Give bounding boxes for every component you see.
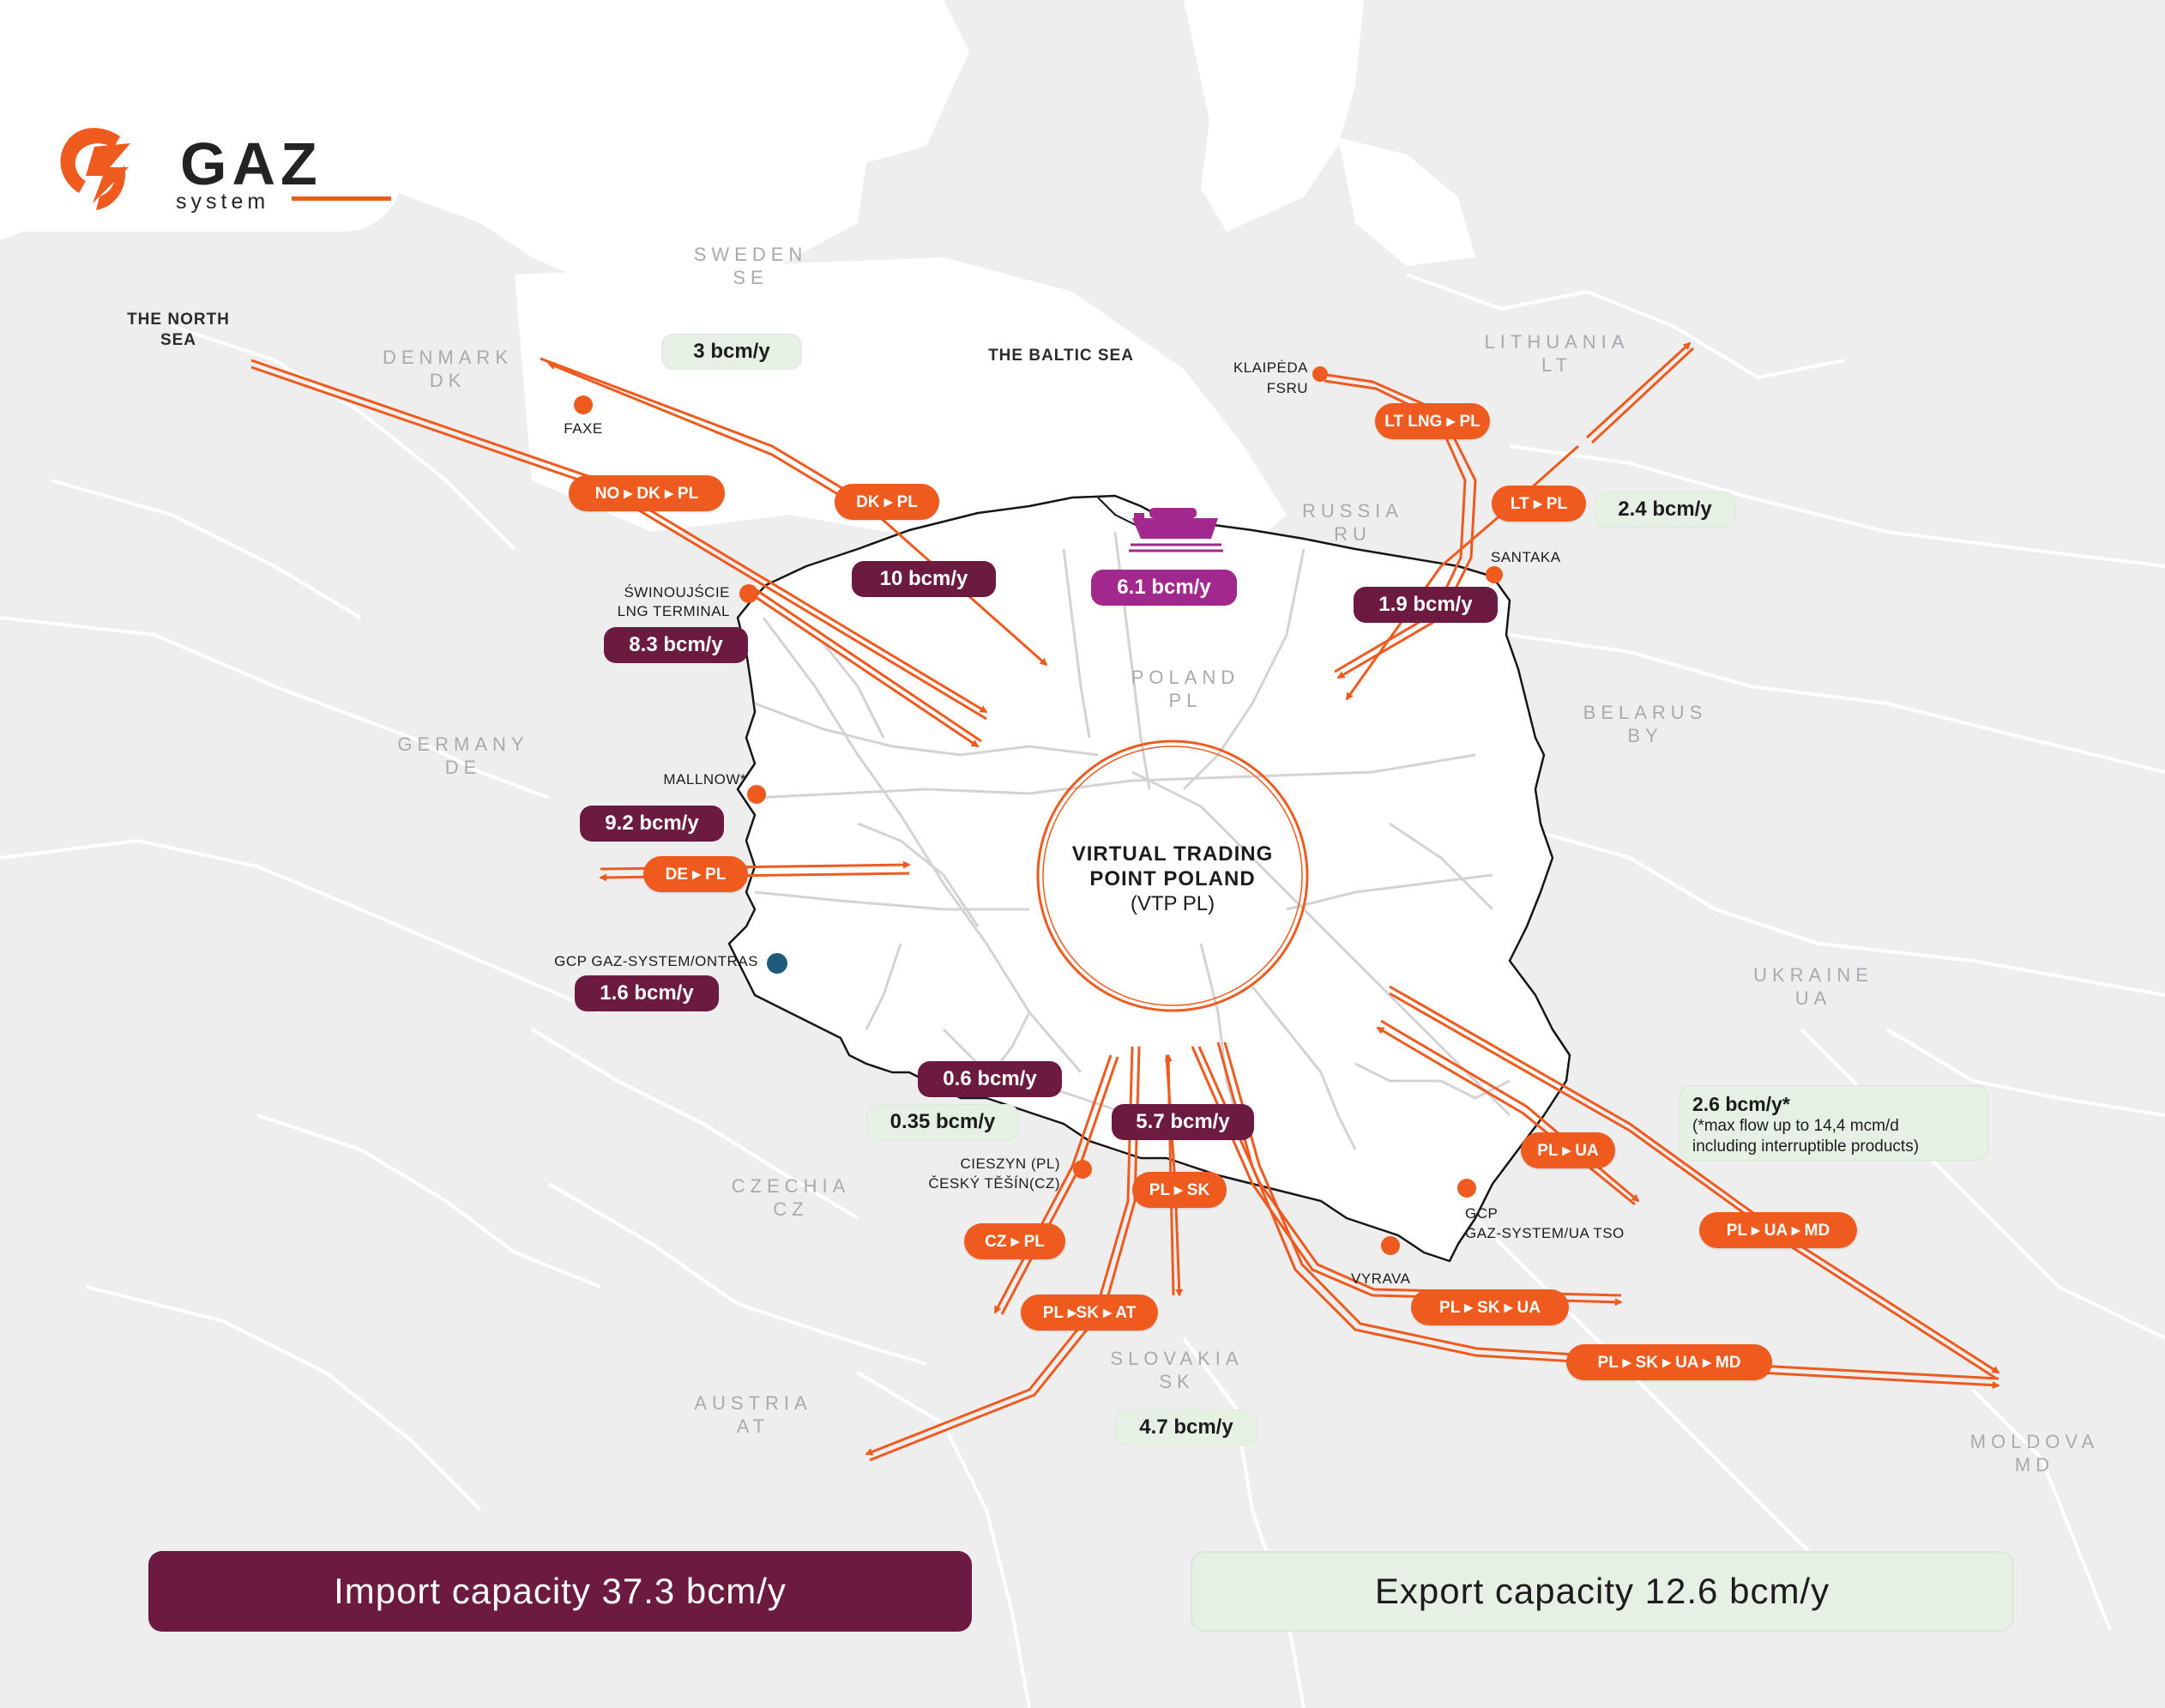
import-capacity-gcp-ontras: 1.6 bcm/y (575, 975, 719, 1011)
santaka-label: SANTAKA (1491, 549, 1561, 565)
country-germany: GERMANY (397, 733, 528, 755)
import-capacity-lng: 6.1 bcm/y (1091, 570, 1237, 606)
vtp-title-1: VIRTUAL TRADING (1072, 842, 1274, 866)
vtp-title-2: POINT POLAND (1089, 867, 1255, 890)
route-cz-pl: CZ ▸ PL (964, 1223, 1065, 1259)
export-capacity-total: Export capacity 12.6 bcm/y (1191, 1551, 2014, 1632)
country-moldova-code: MD (2015, 1454, 2054, 1476)
sea-areas (0, 0, 1475, 583)
mallnow-label: MALLNOW* (663, 771, 746, 788)
route-pl-sk: PL ▸ SK (1132, 1172, 1227, 1208)
vyrava-label: VYRAVA (1351, 1270, 1411, 1287)
swinoujscie-label: ŚWINOUJŚCIE (624, 584, 730, 601)
vtp-circle-inner (1042, 745, 1303, 1006)
route-lt-pl: LT ▸ PL (1492, 486, 1586, 522)
route-pl-ua-md: PL ▸ UA ▸ MD (1699, 1212, 1857, 1248)
route-dk-pl: DK ▸ PL (835, 484, 939, 520)
mallnow-point (747, 785, 766, 804)
country-moldova: MOLDOVA (1970, 1431, 2099, 1452)
santaka-point (1486, 566, 1503, 583)
country-lithuania: LITHUANIA (1485, 331, 1630, 353)
country-czechia: CZECHIA (732, 1175, 851, 1197)
country-slovakia: SLOVAKIA (1110, 1348, 1243, 1369)
import-capacity-total: Import capacity 37.3 bcm/y (148, 1551, 972, 1632)
gcp-ua-label-2: GAZ-SYSTEM/UA TSO (1465, 1225, 1625, 1241)
country-denmark: DENMARK (383, 347, 513, 368)
klaipeda-label-2: FSRU (1267, 380, 1308, 396)
import-capacity-swinoujscie: 8.3 bcm/y (604, 627, 748, 663)
country-ukraine: UKRAINE (1753, 964, 1873, 986)
lng-ship-icon (1129, 508, 1223, 552)
country-poland-code: PL (1169, 690, 1203, 711)
north-sea-label-2: SEA (160, 331, 196, 349)
export-capacity-ua-note-2: including interruptible products) (1692, 1138, 1920, 1156)
point-labels: FAXE KLAIPĖDA FSRU SANTAKA ŚWINOUJŚCIE L… (554, 359, 1625, 1287)
import-capacity-cz: 0.6 bcm/y (918, 1061, 1062, 1097)
swinoujscie-label-2: LNG TERMINAL (618, 603, 730, 619)
logo-wordmark: GAZ (180, 130, 323, 197)
route-pl-sk-at: PL ▸SK ▸ AT (1021, 1295, 1158, 1331)
route-pl-ua: PL ▸ UA (1521, 1132, 1615, 1168)
cieszyn-label: CIESZYN (PL) (960, 1156, 1060, 1172)
import-capacity-dk: 10 bcm/y (852, 561, 996, 597)
gaz-system-logo: GAZ system (60, 128, 391, 214)
baltic-sea-label: THE BALTIC SEA (988, 347, 1134, 365)
export-capacity-ua-note-1: (*max flow up to 14,4 mcm/d (1692, 1117, 1899, 1135)
country-sweden: SWEDEN (694, 244, 808, 265)
country-russia: RUSSIA (1302, 500, 1403, 522)
export-capacity-lt: 2.4 bcm/y (1594, 492, 1736, 528)
vyrava-point (1381, 1236, 1400, 1255)
vtp-title-3: (VTP PL) (1131, 892, 1215, 915)
export-capacity-cz: 0.35 bcm/y (866, 1104, 1019, 1140)
gcp-ontras-point (767, 953, 787, 974)
faxe-point (574, 395, 593, 414)
country-lithuania-code: LT (1541, 354, 1572, 376)
country-germany-code: DE (445, 757, 482, 778)
country-ukraine-code: UA (1795, 987, 1832, 1009)
country-belarus: BELARUS (1583, 702, 1708, 723)
country-austria: AUSTRIA (694, 1392, 811, 1414)
route-pl-sk-ua-md: PL ▸ SK ▸ UA ▸ MD (1566, 1344, 1772, 1380)
route-pl-sk-ua: PL ▸ SK ▸ UA (1411, 1289, 1569, 1325)
country-austria-code: AT (737, 1415, 769, 1437)
klaipeda-label: KLAIPĖDA (1233, 359, 1308, 376)
country-czechia-code: CZ (773, 1198, 808, 1220)
north-sea-label: THE NORTH (127, 311, 230, 329)
logo-subword: system (176, 190, 269, 214)
export-capacity-dk: 3 bcm/y (661, 334, 802, 370)
country-belarus-code: BY (1627, 725, 1662, 746)
export-capacity-ua: 2.6 bcm/y* (1692, 1093, 1790, 1115)
country-borders (0, 273, 2165, 1708)
country-labels: SWEDEN SE DENMARK DK LITHUANIA LT RUSSIA… (383, 244, 2099, 1476)
gcp-ontras-label: GCP GAZ-SYSTEM/ONTRAS (554, 953, 758, 969)
country-sweden-code: SE (733, 267, 768, 288)
country-poland: POLAND (1131, 667, 1239, 688)
cieszyn-label-2: ČESKÝ TĚŠÍN(CZ) (928, 1175, 1060, 1192)
route-no-dk-pl: NO ▸ DK ▸ PL (569, 475, 725, 511)
route-de-pl: DE ▸ PL (643, 856, 748, 892)
route-lt-lng-pl: LT LNG ▸ PL (1375, 403, 1490, 439)
gcp-ua-point (1457, 1179, 1476, 1198)
entry-points (574, 366, 1503, 1255)
import-capacity-lt: 1.9 bcm/y (1354, 587, 1498, 623)
export-capacity-ua-box: 2.6 bcm/y* (*max flow up to 14,4 mcm/d i… (1680, 1085, 1988, 1161)
swinoujscie-point (739, 584, 758, 603)
cieszyn-point (1073, 1160, 1092, 1179)
gcp-ua-label: GCP (1465, 1205, 1498, 1222)
vtp-circle (1036, 739, 1309, 1012)
country-denmark-code: DK (430, 370, 467, 391)
logo-panel: GAZ system (0, 107, 403, 232)
import-capacity-mallnow: 9.2 bcm/y (580, 806, 724, 842)
faxe-label: FAXE (564, 420, 602, 437)
klaipeda-point (1312, 366, 1328, 382)
import-capacity-sk: 5.7 bcm/y (1112, 1104, 1254, 1140)
country-russia-code: RU (1334, 523, 1372, 545)
export-capacity-sk: 4.7 bcm/y (1115, 1409, 1257, 1445)
country-slovakia-code: SK (1159, 1371, 1194, 1392)
